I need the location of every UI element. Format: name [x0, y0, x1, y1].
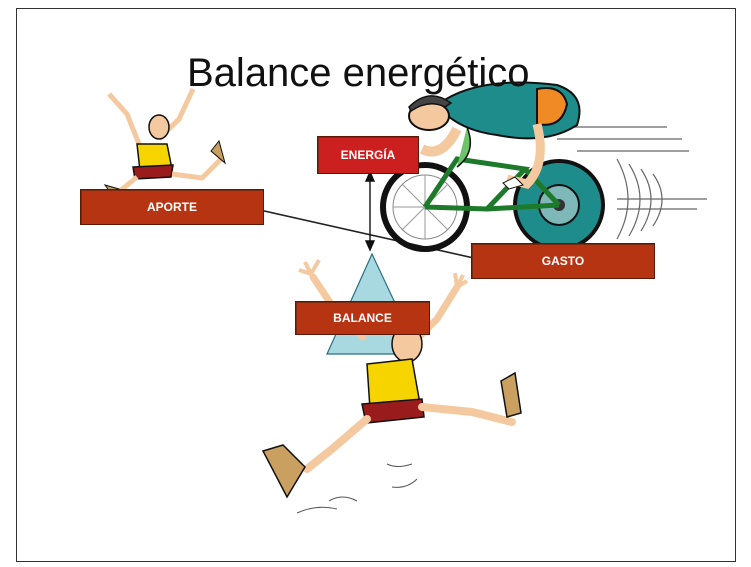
- connector-aporte-gasto: [241, 205, 488, 262]
- slide-title: Balance energético: [187, 51, 530, 95]
- gasto-box: GASTO: [471, 243, 655, 279]
- aporte-box: APORTE: [80, 189, 264, 225]
- energia-label: ENERGÍA: [340, 148, 396, 162]
- cyclist-illustration: [380, 81, 605, 252]
- balance-box: BALANCE: [295, 301, 430, 335]
- jumping-runner-illustration: [103, 87, 226, 201]
- balance-label: BALANCE: [333, 311, 392, 325]
- energia-box: ENERGÍA: [317, 136, 419, 174]
- slide: Balance energético ENERGÍA APORTE GASTO …: [16, 8, 736, 562]
- aporte-label: APORTE: [146, 200, 197, 214]
- diagram-artwork: [103, 81, 707, 514]
- gasto-label: GASTO: [541, 254, 585, 268]
- speed-lines: [537, 126, 707, 240]
- energy-arrow: [364, 170, 376, 252]
